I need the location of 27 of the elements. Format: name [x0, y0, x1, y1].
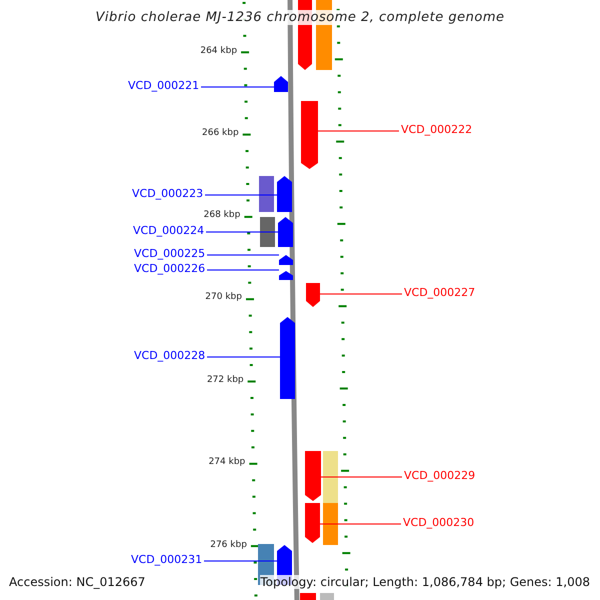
gene-label: VCD_000224 [133, 224, 204, 237]
leader-line [204, 194, 278, 196]
leader-line [206, 356, 280, 358]
scale-label: 276 kbp [210, 540, 247, 551]
gene-label: VCD_000229 [404, 469, 476, 482]
gene-label: VCD_000231 [131, 553, 202, 566]
leader-line [204, 560, 278, 562]
scale-label: 264 kbp [200, 46, 238, 57]
leader-line [206, 254, 280, 256]
gene-label: VCD_000226 [134, 262, 206, 275]
leader-line [200, 86, 274, 88]
scale-label: 274 kbp [208, 457, 246, 468]
gene-label: VCD_000222 [401, 123, 472, 136]
leader-line [318, 130, 400, 132]
gene-label: VCD_000228 [134, 349, 206, 362]
gene-label: VCD_000221 [128, 79, 200, 92]
gene-label: VCD_000230 [403, 516, 474, 529]
gene-label: VCD_000225 [134, 247, 206, 260]
leader-line [320, 476, 402, 478]
genome-summary: Topology: circular; Length: 1,086,784 bp; Genes: 1,008 [260, 575, 590, 589]
accession-note: Accession: NC_012667 [9, 575, 146, 589]
scale-label: 266 kbp [202, 128, 239, 139]
scale-label: 270 kbp [205, 292, 242, 303]
scale-label: 268 kbp [204, 210, 240, 221]
gene-label: VCD_000227 [404, 286, 476, 299]
scale-label: 272 kbp [206, 375, 244, 386]
gene-label: VCD_000223 [132, 187, 204, 200]
